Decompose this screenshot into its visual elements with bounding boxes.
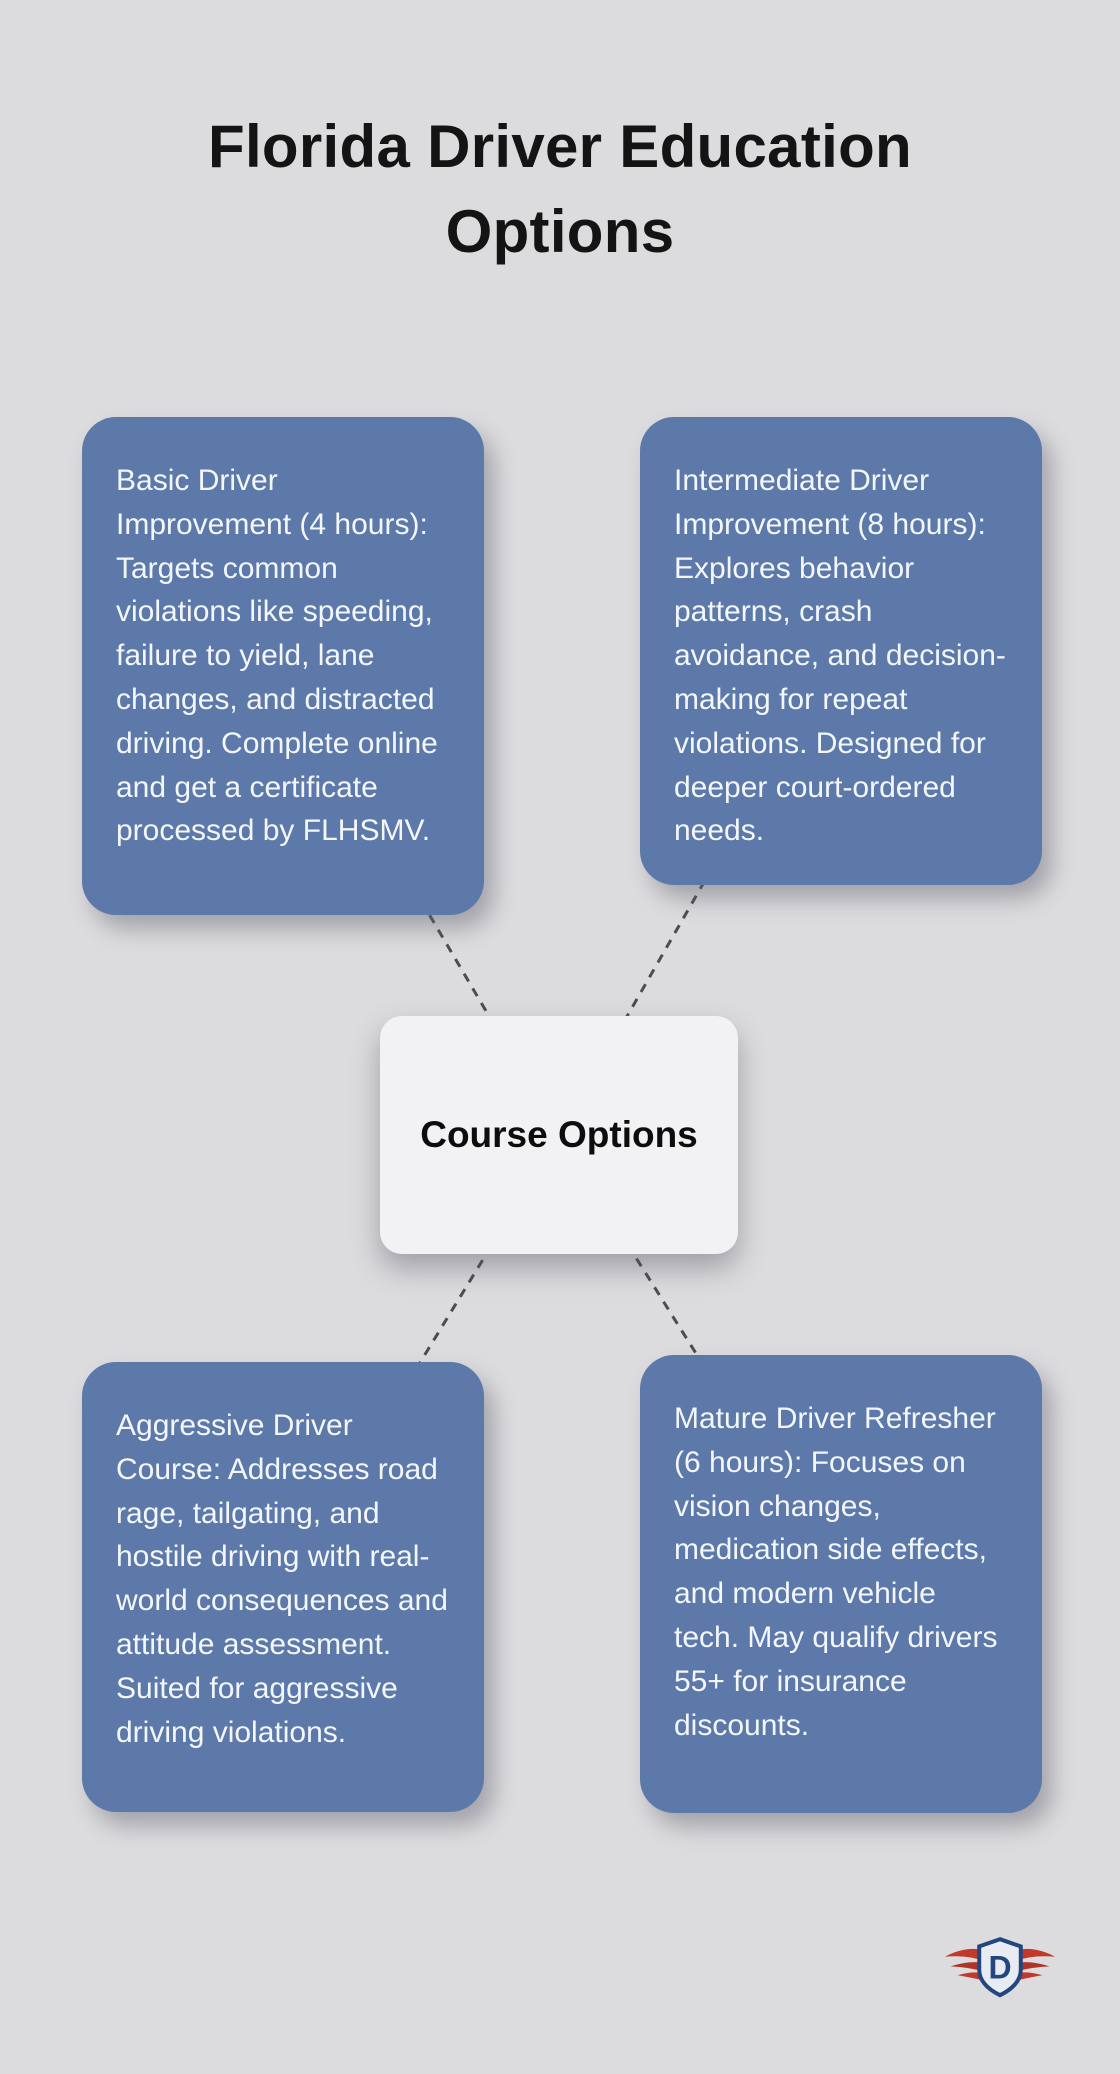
node-intermediate-driver-improvement: Intermediate Driver Improvement (8 hours…: [640, 417, 1042, 886]
node-mature-driver-refresher: Mature Driver Refresher (6 hours): Focus…: [640, 1355, 1042, 1813]
node-basic-driver-improvement: Basic Driver Improvement (4 hours): Targ…: [82, 417, 484, 915]
brand-logo: D: [944, 1937, 1056, 1998]
logo-letter: D: [988, 1949, 1011, 1985]
page-title: Florida Driver Education Options: [208, 113, 912, 266]
center-node: Course Options: [380, 1016, 738, 1254]
node-aggressive-driver-course: Aggressive Driver Course: Addresses road…: [82, 1362, 484, 1812]
shield-icon: D: [977, 1937, 1023, 1998]
center-node-label: Course Options: [420, 1114, 698, 1155]
